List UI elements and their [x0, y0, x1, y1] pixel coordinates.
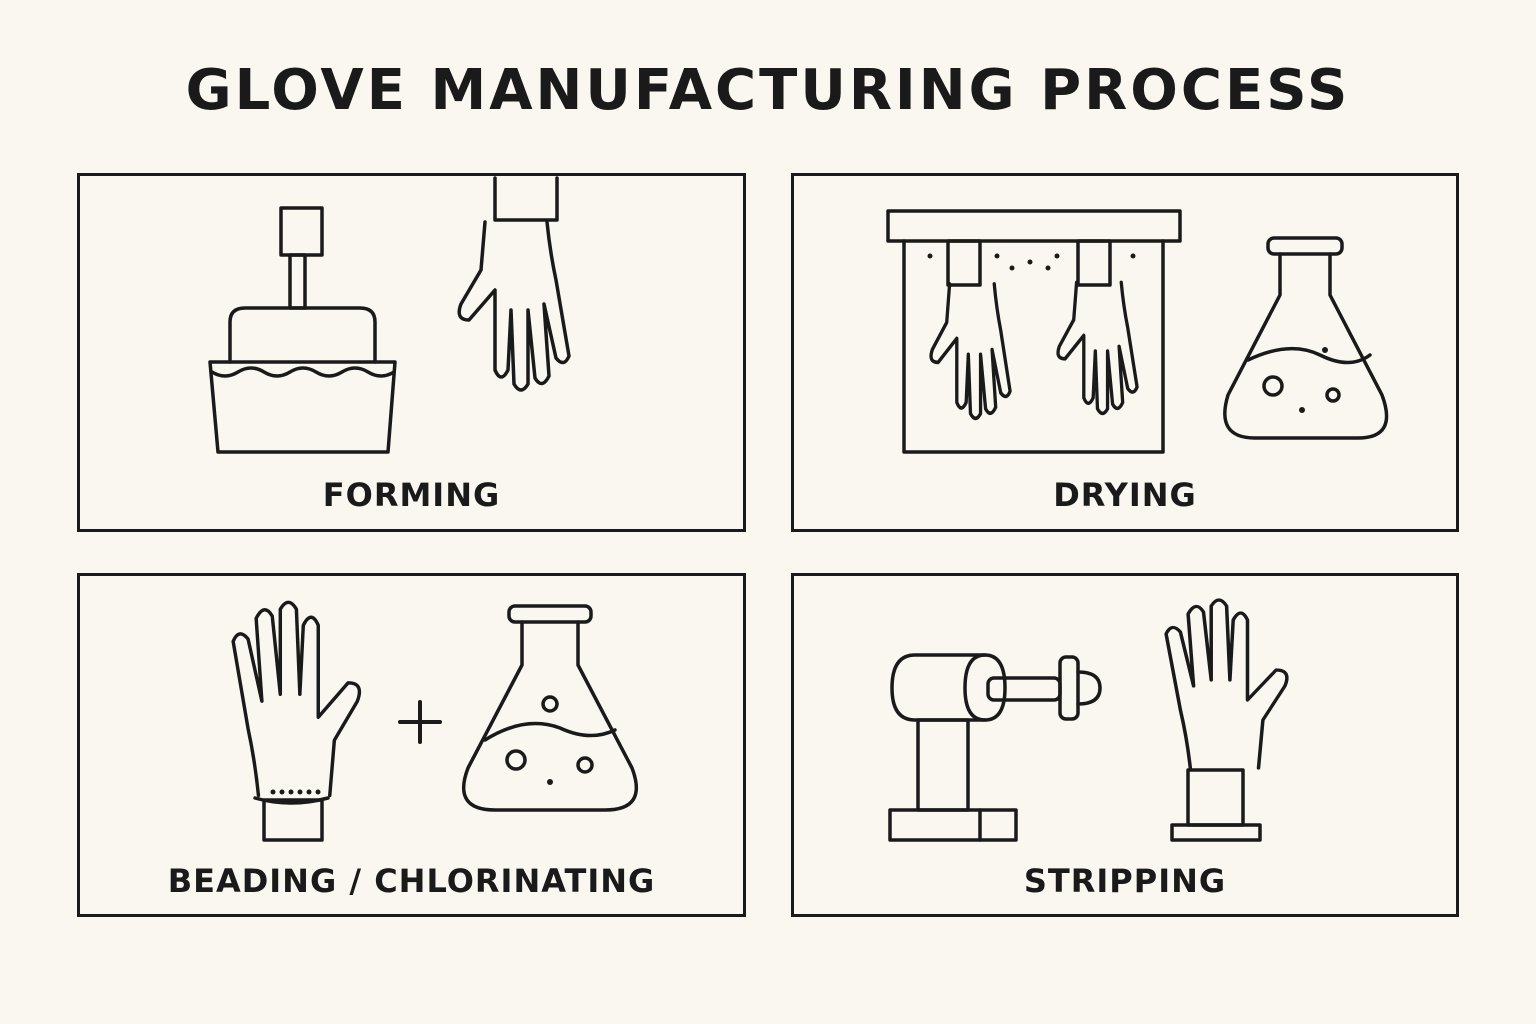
panel-drying: DRYING	[791, 173, 1459, 532]
dipping-tank-icon	[208, 206, 397, 454]
flask-icon	[1223, 236, 1389, 440]
plus-icon	[398, 700, 442, 744]
stripping-machine-icon	[888, 653, 1102, 842]
flask-icon	[462, 604, 638, 812]
hanging-glove-icon	[457, 176, 571, 392]
beaded-glove-icon	[231, 600, 362, 842]
panel-forming: FORMING	[77, 173, 746, 532]
glove-on-stand-icon	[1164, 598, 1289, 842]
panel-label: FORMING	[322, 476, 501, 514]
panel-stripping: STRIPPING	[791, 573, 1459, 917]
panel-label: DRYING	[1053, 476, 1197, 514]
page-title: GLOVE MANUFACTURING PROCESS	[185, 58, 1351, 123]
panel-label: STRIPPING	[1023, 862, 1227, 900]
panel-beading-chlorinating: BEADING / CHLORINATING	[77, 573, 746, 917]
panel-label: BEADING / CHLORINATING	[167, 862, 656, 900]
drying-oven-icon	[886, 209, 1182, 454]
